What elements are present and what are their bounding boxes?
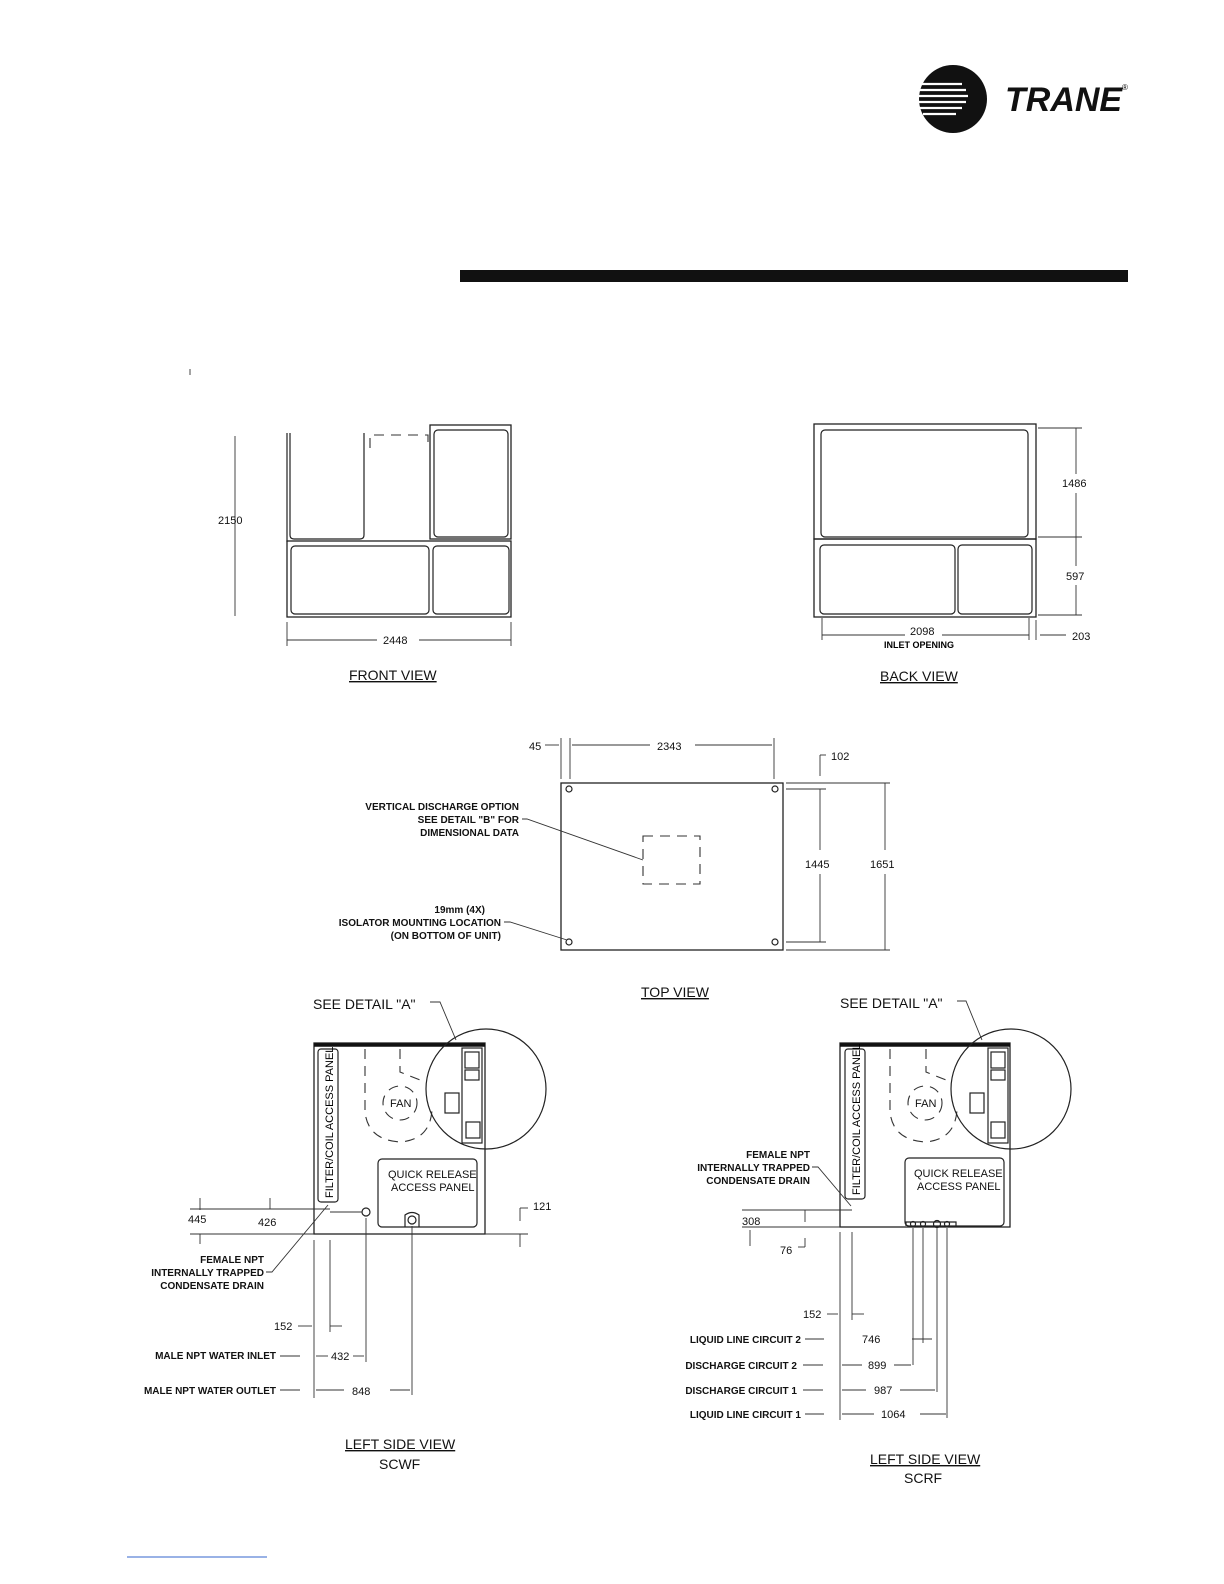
scrf-dim-308: 308 [742,1216,760,1228]
scrf-drain-note-3: CONDENSATE DRAIN [706,1176,810,1187]
scwf-qr-panel-2: ACCESS PANEL [391,1182,475,1194]
scrf-dim-76: 76 [780,1245,792,1257]
top-length-dim: 2343 [657,741,681,753]
back-lower-dim: 597 [1066,571,1084,583]
scwf-detail-label: SEE DETAIL "A" [313,996,416,1012]
top-corner-dim: 102 [831,751,849,763]
back-inlet-label: INLET OPENING [884,640,954,650]
top-view-title: TOP VIEW [641,984,710,1000]
scrf-label-liquid-2: LIQUID LINE CIRCUIT 2 [690,1335,802,1346]
scrf-subtitle: SCRF [904,1470,942,1486]
scwf-dim-848: 848 [352,1386,370,1398]
registered-mark: ® [1122,83,1128,92]
scrf-qr-panel-1: QUICK RELEASE [914,1168,1003,1180]
top-note-isolator-3: (ON BOTTOM OF UNIT) [391,931,501,942]
trane-logo: TRANE ® [919,65,1128,133]
scwf-panel-label: FILTER/COIL ACCESS PANEL [324,1047,336,1198]
scrf-drain-note-2: INTERNALLY TRAPPED [697,1163,810,1174]
scrf-dim-152: 152 [803,1309,821,1321]
scwf-outlet-label: MALE NPT WATER OUTLET [144,1386,276,1397]
back-offset-dim: 203 [1072,631,1090,643]
scrf-dim-987: 987 [874,1385,892,1397]
scrf-label-discharge-2: DISCHARGE CIRCUIT 2 [685,1361,797,1372]
front-view-title: FRONT VIEW [349,667,437,683]
scrf-label-liquid-1: LIQUID LINE CIRCUIT 1 [690,1410,802,1421]
scrf-dim-1064: 1064 [881,1409,905,1421]
top-note-isolator-1: 19mm (4X) [434,905,485,916]
scrf-fan-label: FAN [915,1098,936,1110]
scrf-qr-panel-2: ACCESS PANEL [917,1181,1001,1193]
scrf-dim-899: 899 [868,1360,886,1372]
back-upper-dim: 1486 [1062,478,1086,490]
top-view: 45 2343 102 1445 1651 VERTICAL DISCHARGE… [339,738,894,1000]
top-edge-dim: 45 [529,741,541,753]
front-width-dim: 2448 [383,635,407,647]
scrf-panel-label: FILTER/COIL ACCESS PANEL [851,1044,863,1195]
header-rule [460,270,1128,282]
front-view: 2150 2448 FRONT VIEW [218,424,512,683]
scwf-qr-panel-1: QUICK RELEASE [388,1169,477,1181]
back-view: 1486 597 2098 INLET OPENING 203 BACK VIE… [813,423,1090,684]
scwf-drain-note-3: CONDENSATE DRAIN [160,1281,264,1292]
left-side-view-scrf: SEE DETAIL "A" FILTER/COIL ACCESS PANEL … [685,995,1072,1486]
scwf-inlet-label: MALE NPT WATER INLET [155,1351,276,1362]
scwf-drain-note-1: FEMALE NPT [200,1255,264,1266]
left-side-view-scwf: SEE DETAIL "A" FILTER/COIL ACCESS PANEL … [144,996,551,1472]
top-note-isolator-2: ISOLATOR MOUNTING LOCATION [339,918,501,929]
front-height-dim: 2150 [218,515,242,527]
scrf-label-discharge-1: DISCHARGE CIRCUIT 1 [685,1386,797,1397]
scwf-dim-426: 426 [258,1217,276,1229]
top-note-vertical-2: SEE DETAIL "B" FOR [418,815,520,826]
scwf-dim-152: 152 [274,1321,292,1333]
back-inlet-dim: 2098 [910,626,934,638]
top-note-vertical-1: VERTICAL DISCHARGE OPTION [365,802,519,813]
scwf-title: LEFT SIDE VIEW [345,1436,456,1452]
scwf-dim-445: 445 [188,1214,206,1226]
scrf-detail-label: SEE DETAIL "A" [840,995,943,1011]
scrf-dim-746: 746 [862,1334,880,1346]
scwf-subtitle: SCWF [379,1456,420,1472]
scwf-fan-label: FAN [390,1098,411,1110]
scwf-dim-432: 432 [331,1351,349,1363]
scwf-dim-121: 121 [533,1201,551,1213]
top-depth-dim: 1651 [870,859,894,871]
scwf-drain-note-2: INTERNALLY TRAPPED [151,1268,264,1279]
top-note-vertical-3: DIMENSIONAL DATA [420,828,519,839]
brand-name: TRANE [1005,81,1123,119]
back-view-title: BACK VIEW [880,668,959,684]
scrf-title: LEFT SIDE VIEW [870,1451,981,1467]
top-inner-depth-dim: 1445 [805,859,829,871]
scrf-drain-note-1: FEMALE NPT [746,1150,810,1161]
